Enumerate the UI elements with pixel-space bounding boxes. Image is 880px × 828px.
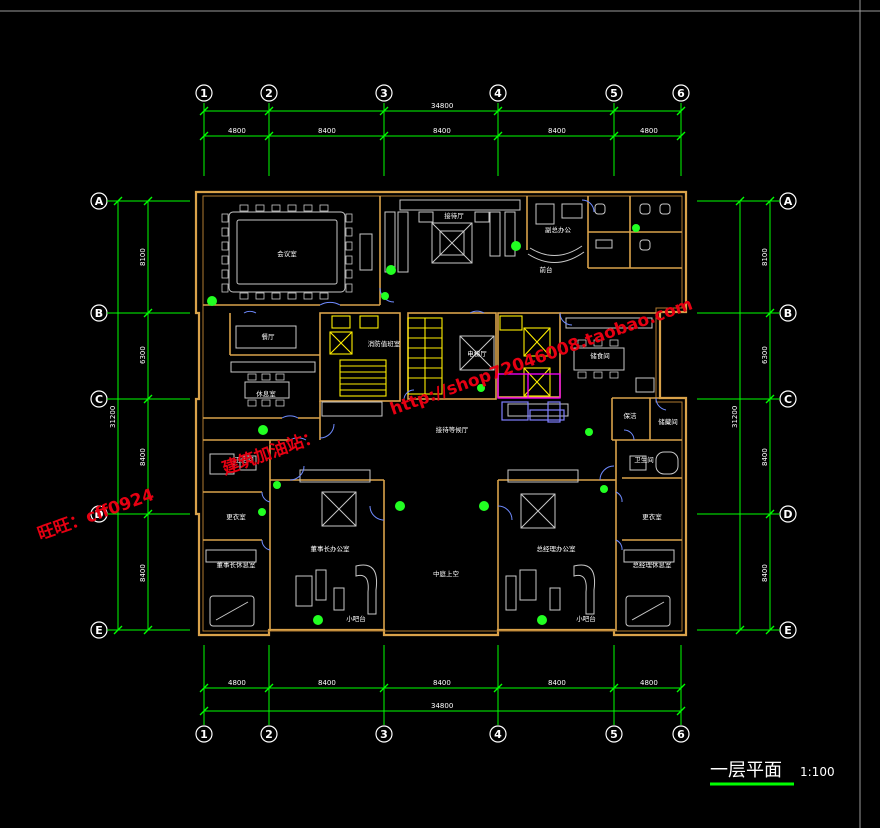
axis-col-2-top: 2 <box>265 87 273 100</box>
watermark-wangwang: 旺旺：cff0924 <box>35 485 157 545</box>
axis-row-d-left: D <box>94 508 103 521</box>
room-bar-right: 小吧台 <box>576 614 596 623</box>
dim-row-right-1: 8100 <box>761 248 769 266</box>
room-atrium: 中庭上空 <box>433 569 460 578</box>
axis-row-b-right: B <box>784 307 792 320</box>
room-gm-bedroom: 董事长休息室 <box>217 560 257 569</box>
dim-depth-right: 31200 <box>731 406 739 428</box>
room-elevator-hall: 电梯厅 <box>467 349 487 358</box>
dim-overall-bottom: 34800 <box>431 702 453 710</box>
dim-row-right-3: 8400 <box>761 448 769 466</box>
axis-row-d-right: D <box>783 508 792 521</box>
room-washroom-right: 卫生间 <box>634 455 654 464</box>
axis-col-1-top: 1 <box>200 87 208 100</box>
room-lounge: 休息室 <box>256 389 276 398</box>
dim-row-left-1: 8100 <box>139 248 147 266</box>
axis-bubble-leaders <box>107 200 780 631</box>
axis-row-b-left: B <box>95 307 103 320</box>
room-waiting-hall: 接待等候厅 <box>436 425 469 434</box>
room-food-storage: 储食间 <box>590 351 610 360</box>
reception-counter <box>501 401 565 423</box>
room-bar-left: 小吧台 <box>346 614 366 623</box>
dim-bay-top-3: 8400 <box>433 127 451 135</box>
plan-scale: 1:100 <box>800 765 835 779</box>
core-stairs-elevators <box>329 315 551 397</box>
axis-col-6-bottom: 6 <box>677 728 685 741</box>
axis-col-5-bottom: 5 <box>610 728 618 741</box>
axis-row-e-right: E <box>784 624 792 637</box>
room-vp-bedroom: 总经理休息室 <box>633 560 673 569</box>
room-dressing-left: 更衣室 <box>226 512 246 521</box>
dim-bay-top-1: 4800 <box>228 127 246 135</box>
room-storage: 储藏间 <box>658 417 678 426</box>
exterior-walls <box>194 190 688 637</box>
dim-depth-left: 31200 <box>109 406 117 428</box>
dim-bay-bottom-3: 8400 <box>433 679 451 687</box>
axis-col-4-bottom: 4 <box>494 728 502 741</box>
dim-bay-bottom-1: 4800 <box>228 679 246 687</box>
watermark: 旺旺：cff0924 建筑加油站： http://shop72046008.ta… <box>35 294 695 545</box>
dim-row-right-4: 8400 <box>761 564 769 582</box>
axis-col-4-top: 4 <box>494 87 502 100</box>
axis-col-2-bottom: 2 <box>265 728 273 741</box>
doors <box>243 199 667 551</box>
room-meeting: 会议室 <box>277 249 297 258</box>
axis-col-1-bottom: 1 <box>200 728 208 741</box>
interior-walls <box>203 196 682 631</box>
axis-col-3-bottom: 3 <box>380 728 388 741</box>
magenta-partitions <box>497 373 561 399</box>
dim-overall-top: 34800 <box>431 102 453 110</box>
room-vp-office: 总经理办公室 <box>537 544 577 553</box>
room-front-desk: 前台 <box>540 265 553 274</box>
axis-col-6-top: 6 <box>677 87 685 100</box>
dim-row-right-2: 6300 <box>761 346 769 364</box>
watermark-shop-name: 建筑加油站： <box>219 425 322 479</box>
dim-bay-bottom-4: 8400 <box>548 679 566 687</box>
axis-bubbles <box>90 84 797 743</box>
room-fire-control: 消防值班室 <box>368 339 401 348</box>
dim-bay-bottom-5: 4800 <box>640 679 658 687</box>
room-washroom-left: 卫生间 <box>234 455 254 464</box>
room-vice-office: 副总办公 <box>545 225 572 234</box>
furniture <box>205 199 679 627</box>
axis-row-a-right: A <box>784 195 793 208</box>
room-dressing-right: 更衣室 <box>642 512 662 521</box>
axis-col-5-top: 5 <box>610 87 618 100</box>
axis-row-e-left: E <box>95 624 103 637</box>
dimension-lines <box>108 103 778 725</box>
plants <box>207 224 640 625</box>
axis-col-3-top: 3 <box>380 87 388 100</box>
axis-row-c-right: C <box>784 393 792 406</box>
room-reception: 接待厅 <box>444 211 464 220</box>
dim-bay-bottom-2: 8400 <box>318 679 336 687</box>
room-dining-left: 餐厅 <box>262 332 276 341</box>
dim-row-left-3: 8400 <box>139 448 147 466</box>
dim-bay-top-4: 8400 <box>548 127 566 135</box>
dim-row-left-4: 8400 <box>139 564 147 582</box>
dim-bay-top-5: 4800 <box>640 127 658 135</box>
axis-row-a-left: A <box>95 195 104 208</box>
room-cleaner: 保洁 <box>624 411 638 420</box>
axis-row-c-left: C <box>95 393 103 406</box>
dimension-ticks <box>113 106 775 716</box>
plan-title: 一层平面 <box>710 760 782 781</box>
dim-bay-top-2: 8400 <box>318 127 336 135</box>
room-gm-office: 董事长办公室 <box>311 544 351 553</box>
dim-row-left-2: 6300 <box>139 346 147 364</box>
